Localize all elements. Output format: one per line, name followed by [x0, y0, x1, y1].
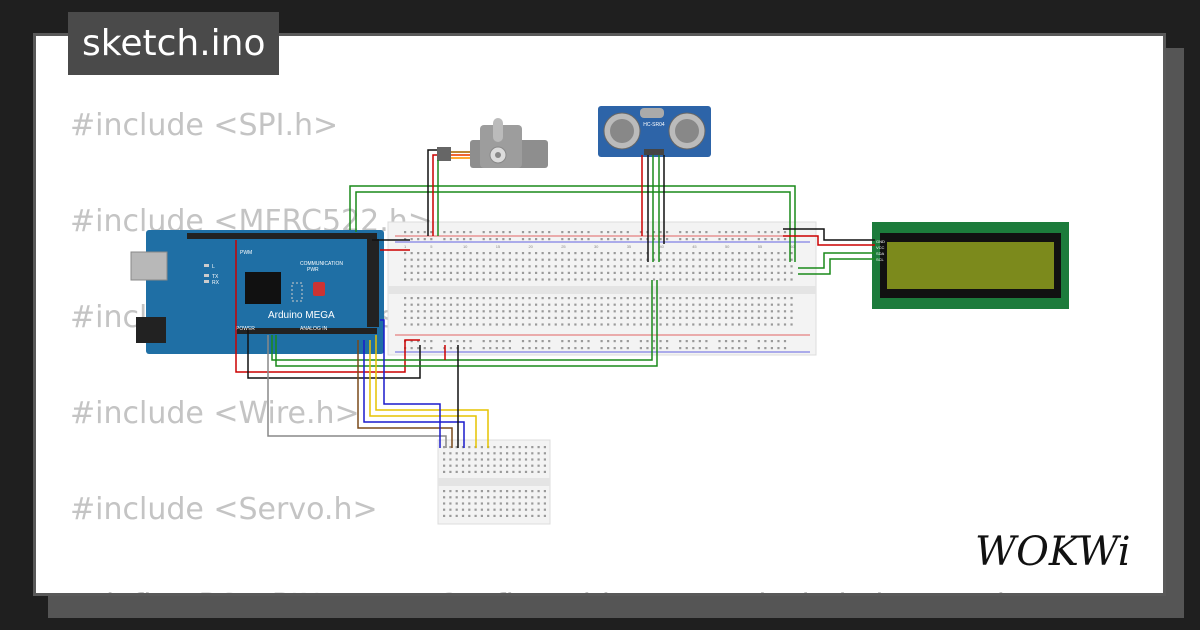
breadboard-column-label: 5 — [430, 244, 433, 249]
breadboard-column-label: 1 — [404, 244, 407, 249]
code-line: #define RST_PIN 5 // Configurable, see t… — [70, 588, 1070, 593]
hc-sr04-sensor: HC-SR04 — [598, 106, 711, 157]
breadboard-column-label: 45 — [692, 244, 697, 249]
breadboard-column-label: 40 — [659, 244, 664, 249]
led-rx-label: RX — [212, 280, 220, 286]
wokwi-logo-text: WOKWi — [975, 529, 1131, 575]
code-line: #include <SPI.h> — [70, 108, 339, 143]
lcd-pin-label: SCL — [876, 257, 885, 262]
mini-breadboard-holes — [443, 446, 546, 517]
arduino-mega-board: L TX RX PWR PWM COMMUNICATION POWER ANAL… — [130, 230, 384, 354]
wires — [235, 149, 875, 448]
breadboard-column-label: 60 — [790, 244, 795, 249]
breadboard-column-label: 55 — [758, 244, 763, 249]
wokwi-logo: WOKWi — [975, 529, 1131, 575]
code-line: #include <Wire.h> — [70, 396, 360, 431]
breadboard-column-label: 15 — [496, 244, 501, 249]
communication-label: COMMUNICATION — [300, 261, 343, 267]
code-line: #include <Servo.h> — [70, 492, 378, 527]
breadboard-column-label: 25 — [561, 244, 566, 249]
pwm-label: PWM — [240, 250, 252, 256]
analog-in-label: ANALOG IN — [300, 326, 328, 332]
arduino-name: Arduino MEGA — [268, 310, 335, 321]
sensor-model: HC-SR04 — [643, 122, 665, 128]
file-title: sketch.ino — [68, 12, 280, 75]
led-tx-label: TX — [212, 274, 219, 280]
mini-breadboard — [437, 439, 551, 525]
breadboard-column-label: 20 — [528, 244, 533, 249]
lcd-pin-label: SDA — [876, 251, 885, 256]
servo-motor — [437, 118, 548, 168]
lcd-pin-label: VCC — [876, 245, 885, 250]
led-pwr-label: PWR — [307, 267, 319, 273]
breadboard-column-label: 50 — [725, 244, 730, 249]
breadboard-column-label: 35 — [627, 244, 632, 249]
power-label: POWER — [236, 326, 255, 332]
breadboard-column-label: 10 — [463, 244, 468, 249]
led-l-label: L — [212, 264, 215, 270]
breadboard-column-label: 30 — [594, 244, 599, 249]
lcd-pin-label: GND — [876, 239, 885, 244]
